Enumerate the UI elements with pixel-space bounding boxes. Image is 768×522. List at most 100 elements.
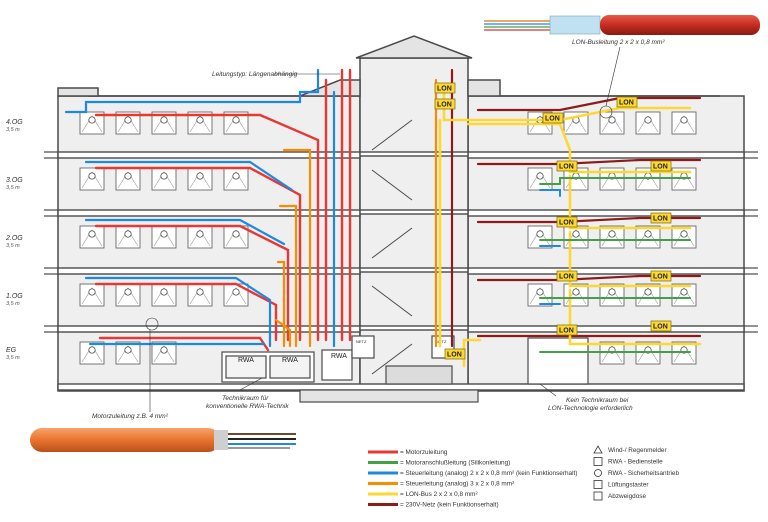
motor-icon [536, 288, 544, 296]
legend-symbol-label: RWA - Sicherheitsantrieb [608, 470, 679, 477]
lon-module: LON [650, 160, 672, 172]
motor-icon [88, 116, 96, 124]
window-right [635, 111, 661, 135]
lon-module: LON [556, 216, 578, 228]
floor-label: 4.OG3,5 m [6, 119, 23, 133]
lon-module: LON [616, 96, 638, 108]
motor-icon [124, 172, 132, 180]
window-right [599, 283, 625, 307]
lon-module-label: LON [559, 274, 574, 281]
motor-icon [124, 116, 132, 124]
junction-box-icon [593, 491, 603, 501]
motor-icon [680, 116, 688, 124]
floor-label: 1.OG3,5 m [6, 293, 23, 307]
lon-module: LON [434, 82, 456, 94]
lon-module-label: LON [559, 328, 574, 335]
staircase [371, 119, 413, 375]
motor-icon [232, 172, 240, 180]
motor-icon [644, 230, 652, 238]
motor-cable-illustration [30, 428, 296, 452]
lon-lines-right [438, 88, 702, 368]
window-left [187, 225, 213, 249]
lon-module-label: LON [559, 220, 574, 227]
motor-icon [88, 172, 96, 180]
motor-icon [124, 230, 132, 238]
motor-icon [160, 288, 168, 296]
motor-icon [680, 288, 688, 296]
motor-icon [160, 116, 168, 124]
floor-height: 3,5 m [6, 355, 20, 361]
window-left [223, 225, 249, 249]
legend-symbol-item: RWA - Sicherheitsantrieb [594, 469, 679, 477]
cable-runs [64, 68, 702, 368]
legend-symbol-item: RWA - Bedienstelle [593, 457, 663, 466]
floor-label: 3.OG3,5 m [6, 177, 23, 191]
technikraum-note-1: Technikraum für [222, 395, 269, 402]
window-right [527, 225, 553, 249]
motor-icon [594, 469, 602, 477]
control-lines-right [539, 189, 561, 305]
floor-name: 2.OG [5, 235, 23, 242]
lon-cable-note: LON-Busleitung 2 x 2 x 0,8 mm² [572, 39, 665, 46]
legend-line-item: = Steuerleitung (analog) 3 x 2 x 0,8 mm² [368, 481, 514, 488]
legend-symbol-label: Wind-/ Regenmelder [608, 447, 667, 454]
lon-module-label: LON [559, 164, 574, 171]
lon-module: LON [650, 212, 672, 224]
window-left [115, 225, 141, 249]
window-left [151, 341, 177, 365]
motor-icon [196, 288, 204, 296]
legend-line-label: = Steuerleitung (analog) 3 x 2 x 0,8 mm² [400, 481, 514, 488]
motor-icon [124, 346, 132, 354]
legend-line-label: = Steuerleitung (analog) 2 x 2 x 0,8 mm²… [400, 470, 577, 477]
legend-symbol-item: Wind-/ Regenmelder [593, 445, 667, 454]
motor-icon [608, 230, 616, 238]
motor-icon [232, 116, 240, 124]
motor-icon [196, 172, 204, 180]
legend-symbol-label: RWA - Bedienstelle [608, 459, 663, 466]
window-left [115, 283, 141, 307]
lon-module-label: LON [437, 102, 452, 109]
motor-icon [572, 230, 580, 238]
vent-button-icon [593, 480, 603, 489]
floor-labels: 4.OG3,5 m3.OG3,5 m2.OG3,5 m1.OG3,5 mEG3,… [5, 119, 23, 361]
legend-symbol-label: Abzweigdose [608, 493, 646, 500]
legend-line-label: = Motoranschlußleitung (Silikonleitung) [400, 460, 510, 467]
motor-icon [680, 230, 688, 238]
motor-icon [644, 288, 652, 296]
legend-symbol-item: Lüftungstaster [593, 480, 649, 489]
window-right [671, 111, 697, 135]
control-point-icon [593, 457, 603, 466]
window-left [115, 341, 141, 365]
legend-line-item: = 230V-Netz (kein Funktionserhalt) [368, 502, 499, 509]
legend-line-label: = Motorzuleitung [400, 449, 448, 456]
lon-module: LON [556, 324, 578, 336]
motor-icon [88, 346, 96, 354]
window-left [151, 225, 177, 249]
silicone-lines-right [539, 177, 691, 353]
window-left [115, 167, 141, 191]
window-left [151, 283, 177, 307]
floor-name: EG [6, 347, 17, 354]
motor-icon [196, 230, 204, 238]
facade-lines [44, 151, 758, 333]
no-technikraum-note-2: LON-Technologie erforderlich [548, 405, 633, 412]
window-left [79, 167, 105, 191]
technikraum-note-2: konventionelle RWA-Technik [206, 403, 289, 410]
floor-name: 1.OG [6, 293, 23, 300]
floor-height: 3,5 m [6, 243, 20, 249]
technik-area [221, 335, 589, 403]
lon-module: LON [650, 270, 672, 282]
legend-line-label: = LON-Bus 2 x 2 x 0,8 mm² [400, 491, 478, 498]
motor-icon [536, 230, 544, 238]
window-left [79, 341, 105, 365]
motor-icon [88, 288, 96, 296]
lon-module: LON [444, 348, 466, 360]
lon-module: LON [556, 160, 578, 172]
window-left [79, 225, 105, 249]
window-left [151, 167, 177, 191]
netz-label-right: NETZ [436, 339, 447, 344]
motor-icon [644, 116, 652, 124]
legend-line-item: = Steuerleitung (analog) 2 x 2 x 0,8 mm²… [368, 470, 577, 477]
motor-icon [232, 230, 240, 238]
legend-lines: = Motorzuleitung = Motoranschlußleitung (… [368, 449, 577, 509]
